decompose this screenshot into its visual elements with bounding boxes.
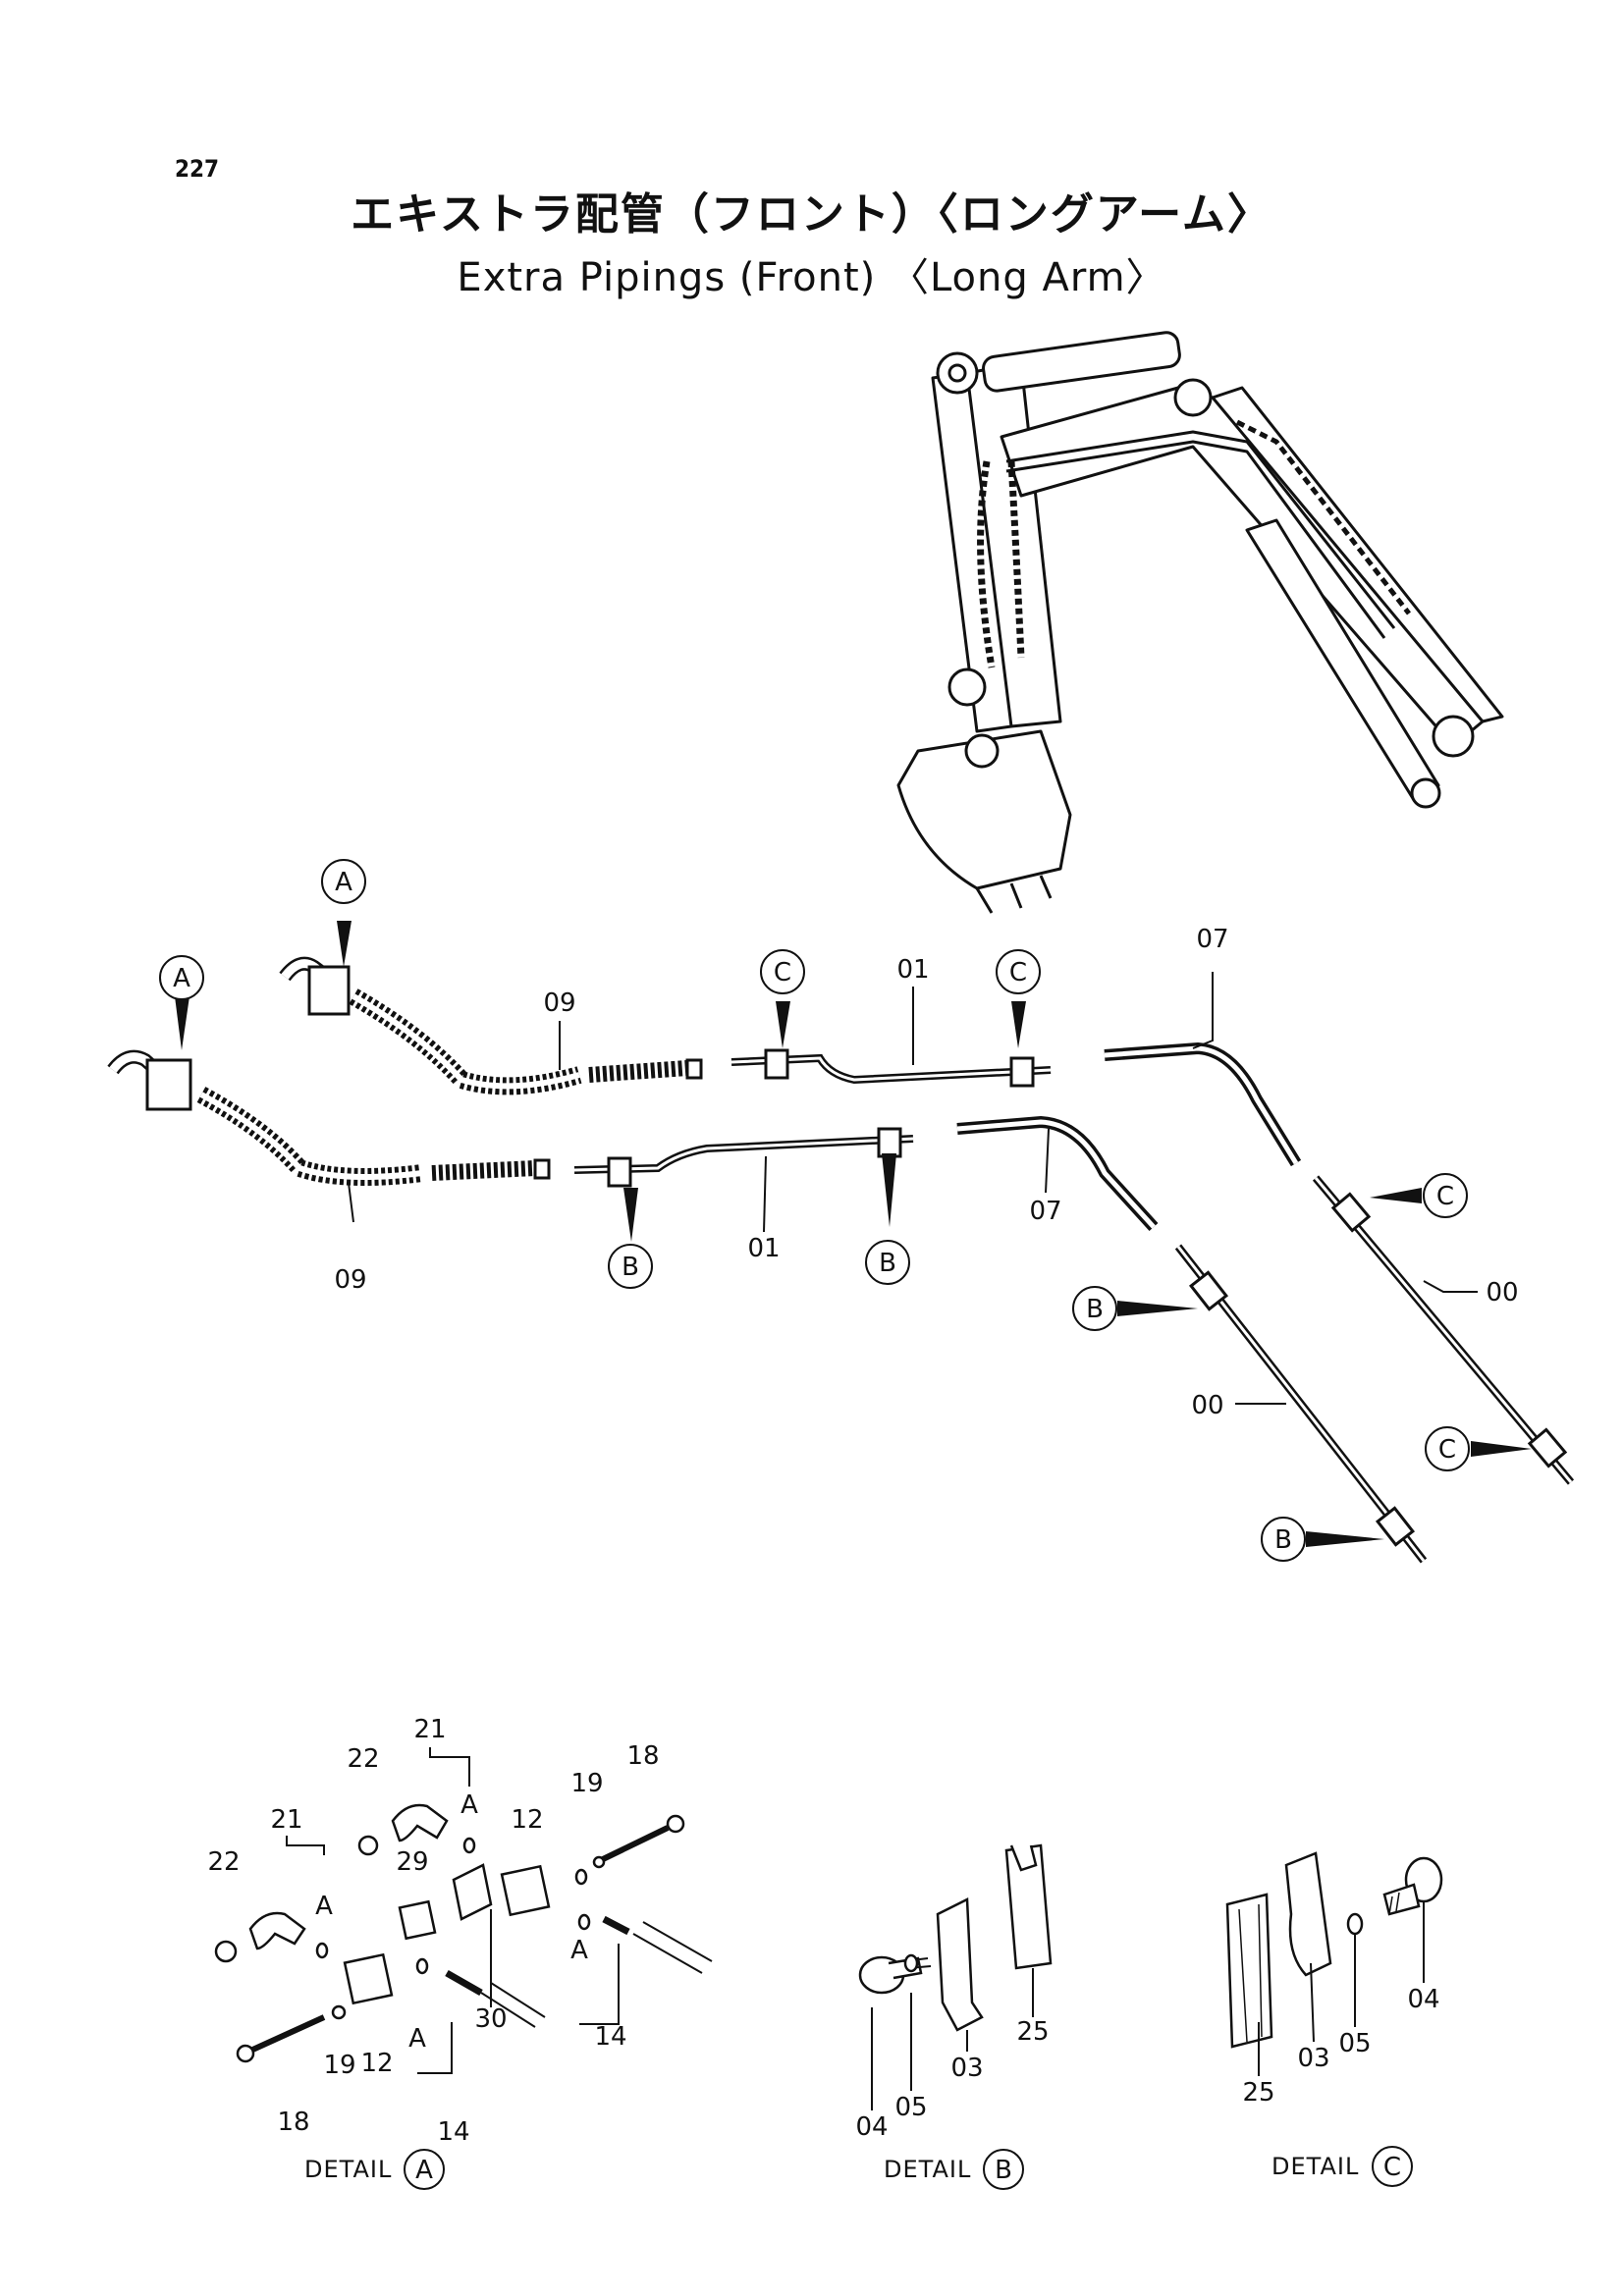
detail-a-label-12-lower: 12 [360, 2049, 393, 2078]
detail-a-letter: A [415, 2156, 433, 2185]
detail-b-letter: B [995, 2156, 1012, 2185]
detail-b-part-numbers: 04 05 03 25 [855, 2017, 1049, 2142]
detail-b-label-25: 25 [1016, 2017, 1049, 2047]
detail-b-leaders [871, 1968, 1034, 2110]
detail-a-oring-letter-left: A [315, 1892, 333, 1921]
detail-a-caption: DETAIL [304, 2156, 392, 2183]
label-01-upper: 01 [896, 955, 929, 985]
detail-b-label-05: 05 [894, 2093, 927, 2122]
detail-c-caption: DETAIL [1271, 2153, 1359, 2180]
detail-a-oring-letter-upper: A [570, 1936, 588, 1965]
callout-b-left-upper: B [1086, 1295, 1104, 1324]
detail-a-illustration [214, 1747, 713, 2074]
callout-c-upper-right: C [1009, 958, 1027, 988]
detail-a-label-21-left: 21 [270, 1805, 302, 1835]
detail-b-illustration [858, 1843, 1053, 2032]
callout-b-left-lower: B [1274, 1525, 1292, 1555]
detail-c-illustration [1225, 1851, 1443, 2049]
label-00-right: 00 [1486, 1278, 1518, 1308]
detail-c-letter: C [1383, 2153, 1401, 2182]
callout-c-right-lower: C [1438, 1435, 1456, 1465]
label-00-left: 00 [1191, 1391, 1223, 1420]
detail-b-caption: DETAIL [884, 2156, 971, 2183]
callout-c-right-upper: C [1436, 1182, 1454, 1211]
detail-a-part-numbers: 22 21 22 21 29 12 19 18 30 12 19 18 14 1… [207, 1715, 659, 2147]
detail-c-label-04: 04 [1407, 1985, 1439, 2014]
detail-a-label-29: 29 [396, 1847, 428, 1877]
detail-a-label-14-upper: 14 [594, 2022, 626, 2052]
callout-a-lower: A [173, 964, 190, 993]
callout-c-upper-left: C [774, 958, 791, 988]
detail-b-label-04: 04 [855, 2112, 888, 2142]
label-07-upper: 07 [1196, 925, 1228, 954]
detail-captions: DETAIL A DETAIL B DETAIL C [304, 2146, 1413, 2190]
detail-c-label-25: 25 [1242, 2078, 1274, 2108]
label-01-lower: 01 [747, 1234, 780, 1263]
upper-hose-09 [279, 956, 703, 1095]
detail-a-label-19-upper: 19 [570, 1769, 603, 1798]
upper-hose-07 [1104, 1041, 1302, 1167]
lower-hose-09 [107, 1049, 551, 1186]
detail-b-label-03: 03 [950, 2054, 983, 2083]
detail-c-leaders [1258, 1902, 1425, 2076]
detail-a-label-22-right: 22 [347, 1744, 379, 1774]
callout-b-lower-left: B [622, 1253, 639, 1282]
callout-b-lower-right: B [879, 1249, 896, 1278]
label-09-upper: 09 [543, 988, 575, 1018]
detail-a-label-12-upper: 12 [511, 1805, 543, 1835]
callout-circles [159, 859, 1470, 1562]
excavator-front-illustration [896, 331, 1504, 914]
main-part-numbers: 09 09 01 01 07 07 00 00 [334, 925, 1518, 1420]
label-07-lower: 07 [1029, 1197, 1061, 1226]
detail-a-label-21-right: 21 [413, 1715, 446, 1744]
label-09-lower: 09 [334, 1265, 366, 1295]
detail-a-label-18-lower: 18 [277, 2108, 309, 2137]
detail-a-label-18-upper: 18 [626, 1741, 659, 1771]
detail-c-label-03: 03 [1297, 2044, 1329, 2073]
detail-a-oring-letter-right: A [460, 1790, 478, 1820]
page-number: 227 [175, 155, 220, 183]
detail-c-label-05: 05 [1338, 2029, 1371, 2058]
callout-letters: A A C C B B C B C B [173, 868, 1456, 1555]
detail-a-label-14-lower: 14 [437, 2117, 469, 2147]
detail-c-part-numbers: 25 03 05 04 [1242, 1985, 1439, 2108]
detail-a-label-19-lower: 19 [323, 2051, 355, 2080]
page-title-english: Extra Pipings (Front) 〈Long Arm〉 [457, 255, 1166, 300]
callout-a-upper: A [335, 868, 352, 897]
detail-a-label-22-left: 22 [207, 1847, 240, 1877]
detail-a-label-30: 30 [474, 2004, 507, 2034]
detail-a-oring-letter-lower: A [408, 2024, 426, 2054]
pipe-assembly [107, 921, 1575, 1564]
page-title-japanese: エキストラ配管（フロント）〈ロングアーム〉 [351, 189, 1272, 240]
